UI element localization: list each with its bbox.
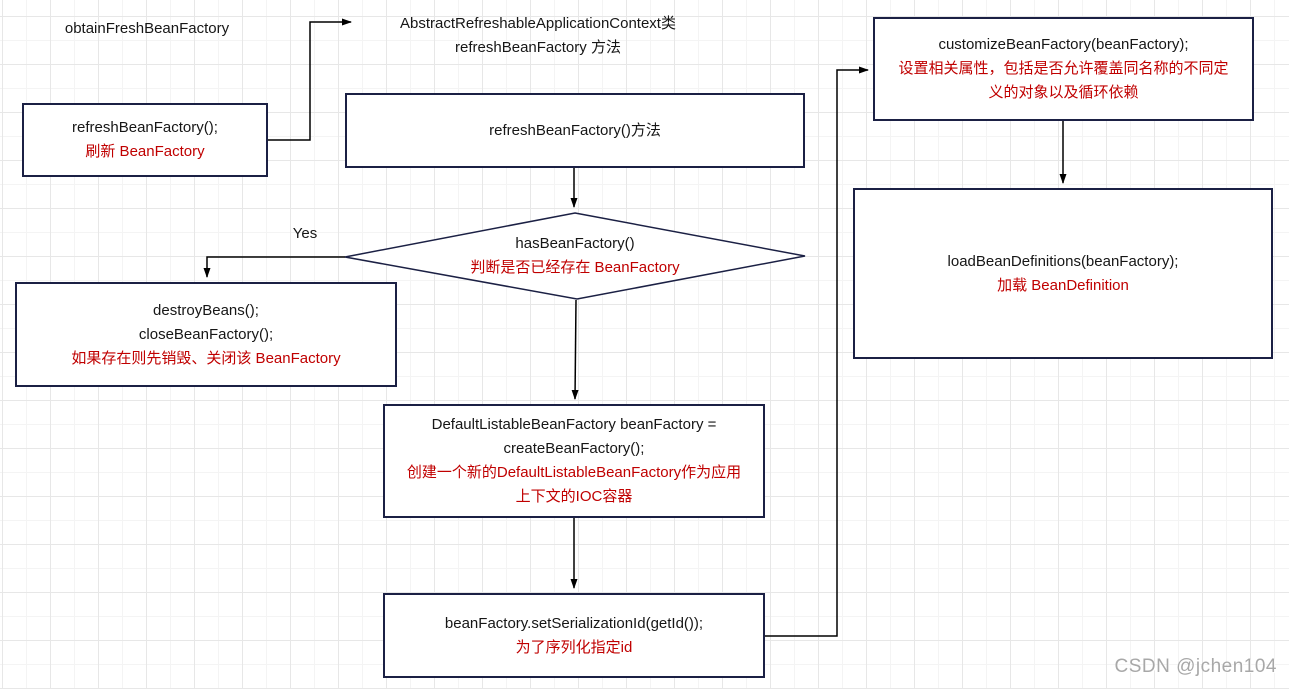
node-code-line: DefaultListableBeanFactory beanFactory = xyxy=(431,416,717,433)
node-note-line: 上下文的IOC容器 xyxy=(515,488,633,505)
node-code-line: hasBeanFactory() xyxy=(515,235,635,252)
node-code-line: closeBeanFactory(); xyxy=(138,325,274,343)
node-code-line: refreshBeanFactory()方法 xyxy=(489,121,661,139)
node-destroy-beans: destroyBeans(); closeBeanFactory(); 如果存在… xyxy=(15,282,397,387)
label-obtain-fresh-bean-factory: obtainFreshBeanFactory xyxy=(64,20,230,37)
node-note-line: 加载 BeanDefinition xyxy=(997,276,1129,294)
node-note-line: 创建一个新的DefaultListableBeanFactory作为应用 xyxy=(406,464,742,481)
node-code-line: loadBeanDefinitions(beanFactory); xyxy=(947,252,1179,270)
watermark: CSDN @jchen104 xyxy=(1114,656,1277,677)
label-abstract-context: AbstractRefreshableApplicationContext类 r… xyxy=(350,12,726,60)
node-set-serialization-id: beanFactory.setSerializationId(getId());… xyxy=(383,593,765,678)
label-yes-branch: Yes xyxy=(292,225,318,242)
connector-decision-to-create xyxy=(571,299,579,400)
label-abstract-context-line1: AbstractRefreshableApplicationContext类 xyxy=(400,15,676,32)
node-has-bean-factory-decision: hasBeanFactory() 判断是否已经存在 BeanFactory xyxy=(345,213,805,299)
connector-refreshcall-to-abstract xyxy=(268,18,352,141)
node-code-line: createBeanFactory(); xyxy=(503,440,645,457)
node-create-bean-factory: DefaultListableBeanFactory beanFactory =… xyxy=(383,404,765,518)
connector-decision-yes-to-destroy xyxy=(203,256,345,278)
node-note-line: 如果存在则先销毁、关闭该 BeanFactory xyxy=(71,349,341,367)
node-customize-bean-factory: customizeBeanFactory(beanFactory); 设置相关属… xyxy=(873,17,1254,121)
node-code-line: destroyBeans(); xyxy=(153,301,259,319)
node-refresh-bean-factory-call: refreshBeanFactory(); 刷新 BeanFactory xyxy=(22,103,268,177)
node-note-line: 刷新 BeanFactory xyxy=(85,143,205,160)
label-abstract-context-line2: refreshBeanFactory 方法 xyxy=(455,39,621,56)
node-note-line: 设置相关属性，包括是否允许覆盖同名称的不同定 xyxy=(898,60,1229,77)
decision-diamond-shape xyxy=(344,212,806,300)
node-code-line: customizeBeanFactory(beanFactory); xyxy=(938,36,1189,53)
node-note-line: 义的对象以及循环依赖 xyxy=(988,84,1139,101)
node-code-line: refreshBeanFactory(); xyxy=(72,119,218,136)
node-note-line: 为了序列化指定id xyxy=(515,638,633,656)
node-code-line: beanFactory.setSerializationId(getId()); xyxy=(444,614,704,632)
node-note-line: 判断是否已经存在 BeanFactory xyxy=(470,259,680,276)
node-load-bean-definitions: loadBeanDefinitions(beanFactory); 加载 Bea… xyxy=(853,188,1273,359)
connector-serialize-to-customize xyxy=(765,66,869,637)
node-refresh-bean-factory-method: refreshBeanFactory()方法 xyxy=(345,93,805,168)
